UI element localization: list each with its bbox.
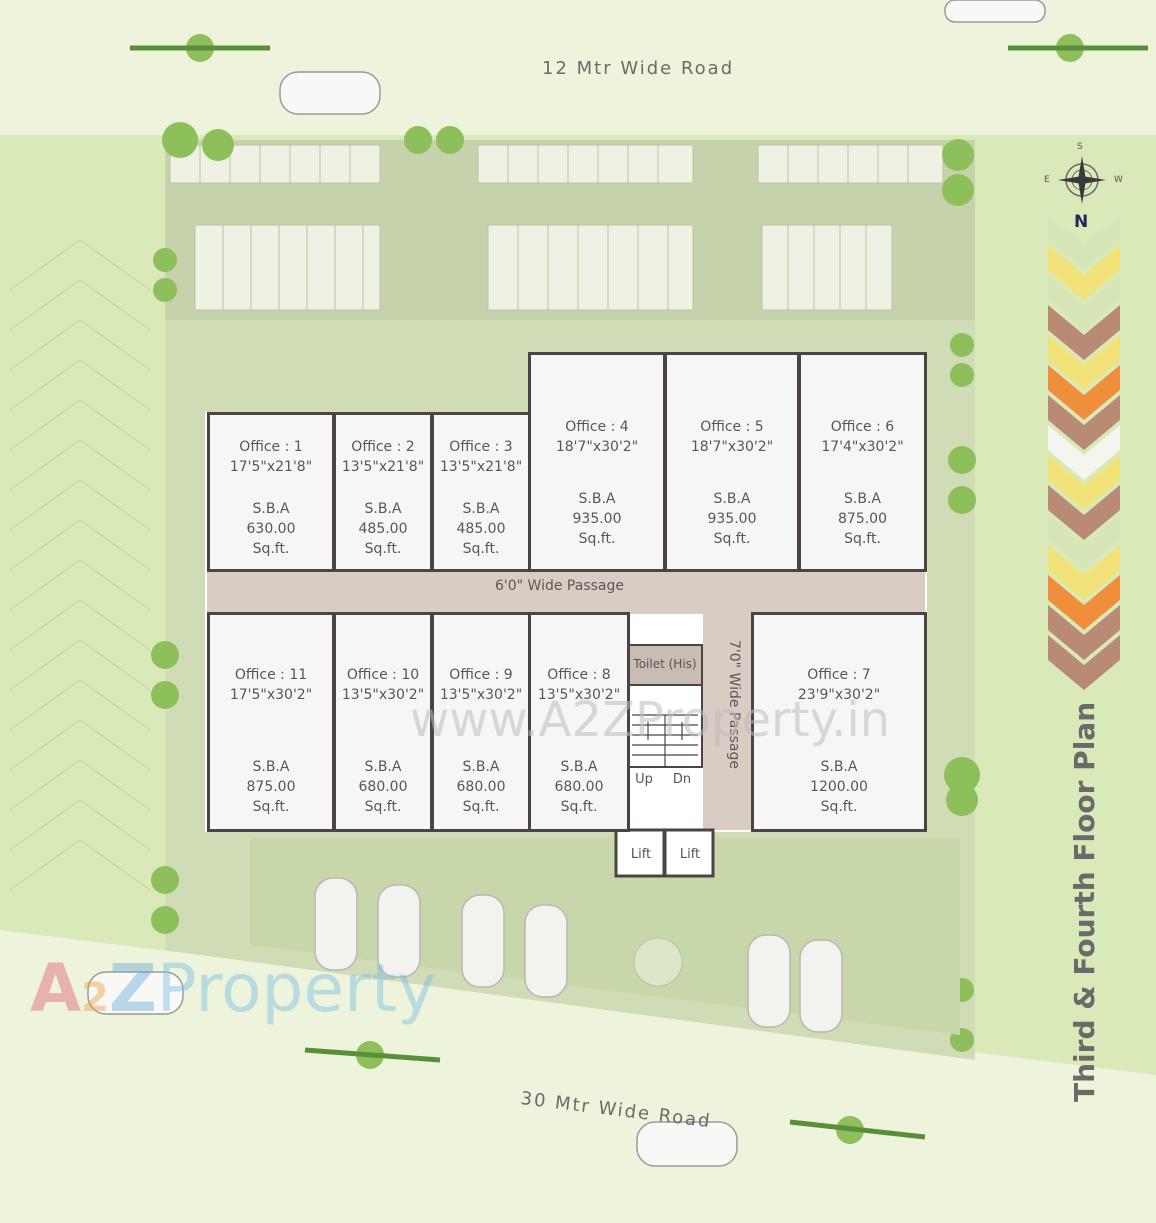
chevron-column xyxy=(1048,215,1120,690)
office-unit: Sq.ft. xyxy=(713,531,751,547)
grass-pattern xyxy=(9,239,151,891)
office-dimensions: 17'5"x30'2" xyxy=(229,687,313,703)
lift-2-box xyxy=(663,828,715,878)
office-area: 680.00 xyxy=(456,779,506,795)
office-2[interactable]: Office : 2 13'5"x21'8" S.B.A 485.00 Sq.f… xyxy=(333,412,433,572)
parking-rows xyxy=(169,144,944,311)
office-dimensions: 13'5"x30'2" xyxy=(341,687,425,703)
office-dimensions: 13'5"x30'2" xyxy=(439,687,523,703)
horizontal-passage xyxy=(207,570,925,614)
watermark-text: www.A2ZProperty.in xyxy=(410,692,891,748)
office-area: 875.00 xyxy=(246,779,296,795)
office-name: Office : 9 xyxy=(449,667,513,683)
office-11[interactable]: Office : 11 17'5"x30'2" S.B.A 875.00 Sq.… xyxy=(207,612,335,832)
office-unit: Sq.ft. xyxy=(252,799,290,815)
office-5[interactable]: Office : 5 18'7"x30'2" S.B.A 935.00 Sq.f… xyxy=(664,352,800,572)
office-sba-label: S.B.A xyxy=(462,501,500,517)
office-dimensions: 17'5"x21'8" xyxy=(229,459,313,475)
office-area: 680.00 xyxy=(554,779,604,795)
office-unit: Sq.ft. xyxy=(462,541,500,557)
office-9[interactable]: Office : 9 13'5"x30'2" S.B.A 680.00 Sq.f… xyxy=(431,612,531,832)
office-7[interactable]: Office : 7 23'9"x30'2" S.B.A 1200.00 Sq.… xyxy=(751,612,927,832)
office-dimensions: 13'5"x21'8" xyxy=(341,459,425,475)
office-unit: Sq.ft. xyxy=(364,799,402,815)
plan-title: Third & Fourth Floor Plan xyxy=(1068,701,1101,1102)
office-sba-label: S.B.A xyxy=(578,491,616,507)
office-dimensions: 18'7"x30'2" xyxy=(690,439,774,455)
office-dimensions: 17'4"x30'2" xyxy=(821,439,904,455)
office-sba-label: S.B.A xyxy=(252,759,290,775)
compass-rose xyxy=(1058,156,1106,204)
office-dimensions: 23'9"x30'2" xyxy=(797,687,881,703)
office-area: 875.00 xyxy=(838,511,887,527)
logo-2: 2 xyxy=(81,975,109,1021)
office-sba-label: S.B.A xyxy=(252,501,290,517)
office-area: 935.00 xyxy=(572,511,622,527)
office-name: Office : 8 xyxy=(547,667,611,683)
a2z-logo: A2ZProperty xyxy=(30,950,436,1027)
office-sba-label: S.B.A xyxy=(364,759,402,775)
office-name: Office : 6 xyxy=(830,419,895,435)
office-3[interactable]: Office : 3 13'5"x21'8" S.B.A 485.00 Sq.f… xyxy=(431,412,531,572)
office-6[interactable]: Office : 6 17'4"x30'2" S.B.A 875.00 Sq.f… xyxy=(798,352,927,572)
parking-dividers xyxy=(199,145,909,310)
office-10[interactable]: Office : 10 13'5"x30'2" S.B.A 680.00 Sq.… xyxy=(333,612,433,832)
hedges xyxy=(130,45,1148,1140)
office-area: 485.00 xyxy=(456,521,506,537)
office-sba-label: S.B.A xyxy=(820,759,858,775)
office-unit: Sq.ft. xyxy=(252,541,290,557)
office-dimensions: 18'7"x30'2" xyxy=(555,439,639,455)
lift-1-label: Lift xyxy=(630,847,652,862)
office-dimensions: 13'5"x30'2" xyxy=(537,687,621,703)
office-unit: Sq.ft. xyxy=(820,799,858,815)
bottom-road xyxy=(0,930,1156,1223)
office-unit: Sq.ft. xyxy=(844,531,881,547)
office-unit: Sq.ft. xyxy=(578,531,616,547)
office-sba-label: S.B.A xyxy=(844,491,881,507)
compass-s-label: S xyxy=(1077,142,1083,152)
office-unit: Sq.ft. xyxy=(462,799,500,815)
fountain xyxy=(633,937,683,987)
office-name: Office : 4 xyxy=(565,419,629,435)
office-area: 1200.00 xyxy=(810,779,868,795)
office-dimensions: 13'5"x21'8" xyxy=(439,459,523,475)
office-name: Office : 7 xyxy=(807,667,871,683)
office-4[interactable]: Office : 4 18'7"x30'2" S.B.A 935.00 Sq.f… xyxy=(528,352,666,572)
stair-up-label: Up xyxy=(635,772,653,787)
office-unit: Sq.ft. xyxy=(560,799,598,815)
office-area: 485.00 xyxy=(358,521,408,537)
logo-property: Property xyxy=(156,950,437,1027)
lift-2-label: Lift xyxy=(679,847,701,862)
stair-steps xyxy=(632,714,698,767)
compass-e-label: E xyxy=(1044,175,1050,185)
office-name: Office : 1 xyxy=(239,439,303,455)
office-1[interactable]: Office : 1 17'5"x21'8" S.B.A 630.00 Sq.f… xyxy=(207,412,335,572)
office-sba-label: S.B.A xyxy=(713,491,751,507)
top-road-label: 12 Mtr Wide Road xyxy=(542,58,735,79)
office-area: 680.00 xyxy=(358,779,408,795)
office-name: Office : 2 xyxy=(351,439,415,455)
office-sba-label: S.B.A xyxy=(364,501,402,517)
parked-cars xyxy=(314,877,843,1033)
north-label: N xyxy=(1074,212,1089,232)
vertical-passage xyxy=(703,614,753,830)
office-area: 935.00 xyxy=(707,511,757,527)
office-sba-label: S.B.A xyxy=(462,759,500,775)
logo-z: Z xyxy=(108,950,157,1027)
horizontal-passage-label: 6'0" Wide Passage xyxy=(495,578,624,594)
office-sba-label: S.B.A xyxy=(560,759,598,775)
logo-a: A xyxy=(30,950,82,1027)
road-cars xyxy=(87,0,1046,1167)
compass-w-label: W xyxy=(1114,175,1123,185)
office-name: Office : 3 xyxy=(449,439,513,455)
office-name: Office : 11 xyxy=(234,667,308,683)
stair-down-label: Dn xyxy=(672,772,692,787)
office-name: Office : 5 xyxy=(700,419,764,435)
toilet-label: Toilet (His) xyxy=(633,657,697,671)
office-area: 630.00 xyxy=(246,521,296,537)
office-8[interactable]: Office : 8 13'5"x30'2" S.B.A 680.00 Sq.f… xyxy=(528,612,630,832)
office-unit: Sq.ft. xyxy=(364,541,402,557)
office-name: Office : 10 xyxy=(346,667,420,683)
